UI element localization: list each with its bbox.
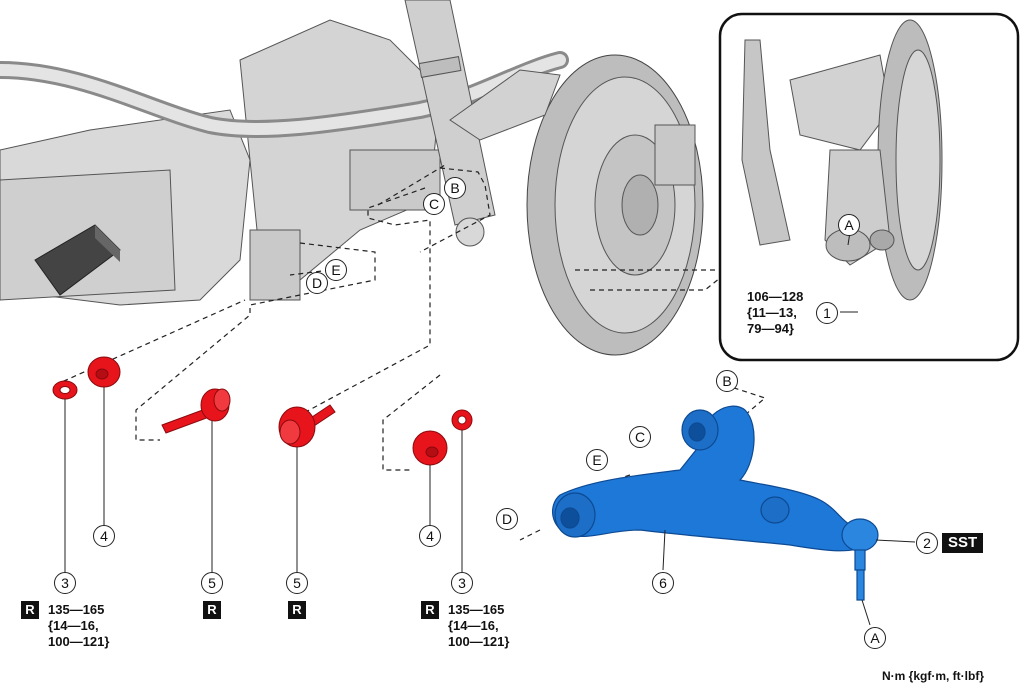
leader-lines [64, 231, 916, 626]
part-number-4-left: 4 [93, 525, 115, 547]
upper-arm-part-6 [552, 405, 879, 601]
callout-a-arm: A [864, 627, 886, 649]
torque-left-nut: 135—165 {14—16, 100—121} [48, 602, 110, 649]
part-number-1: 1 [816, 302, 838, 324]
callout-e-main: E [325, 259, 347, 281]
part-number-2: 2 [916, 532, 938, 554]
washer-4-right [412, 430, 448, 466]
washer-3-right [451, 409, 473, 431]
washer-3-left [52, 380, 78, 400]
torque-right-nut: 135—165 {14—16, 100—121} [448, 602, 510, 649]
part-number-4-right: 4 [419, 525, 441, 547]
replace-badge-bolt-right: R [288, 601, 306, 619]
part-number-3-left: 3 [54, 572, 76, 594]
inset-knuckle [741, 19, 943, 301]
part-number-5-right: 5 [286, 572, 308, 594]
callout-c-main: C [423, 193, 445, 215]
bolt-5-left [161, 388, 231, 434]
part-number-3-right: 3 [451, 572, 473, 594]
part-number-6: 6 [652, 572, 674, 594]
callout-b-main: B [444, 177, 466, 199]
shock-absorber [404, 0, 496, 247]
upper-arm-installed [449, 69, 561, 141]
sst-badge: SST [942, 533, 984, 553]
callout-c-arm: C [629, 426, 651, 448]
brake-disc [526, 54, 704, 356]
callout-e-arm: E [586, 449, 608, 471]
actuator-block [34, 224, 121, 296]
callout-d-main: D [306, 272, 328, 294]
callout-d-arm: D [496, 508, 518, 530]
washer-4-left [87, 356, 121, 388]
replace-badge-right-nut: R [421, 601, 439, 619]
replace-badge-left-nut: R [21, 601, 39, 619]
part-number-5-left: 5 [201, 572, 223, 594]
callout-b-arm: B [716, 370, 738, 392]
bolt-5-right [278, 404, 336, 448]
torque-inset-nut: 106—128 {11—13, 79—94} [747, 289, 804, 336]
torque-unit-note: N·m {kgf·m, ft·lbf} [882, 669, 984, 683]
replace-badge-bolt-left: R [203, 601, 221, 619]
callout-a-inset: A [838, 214, 860, 236]
